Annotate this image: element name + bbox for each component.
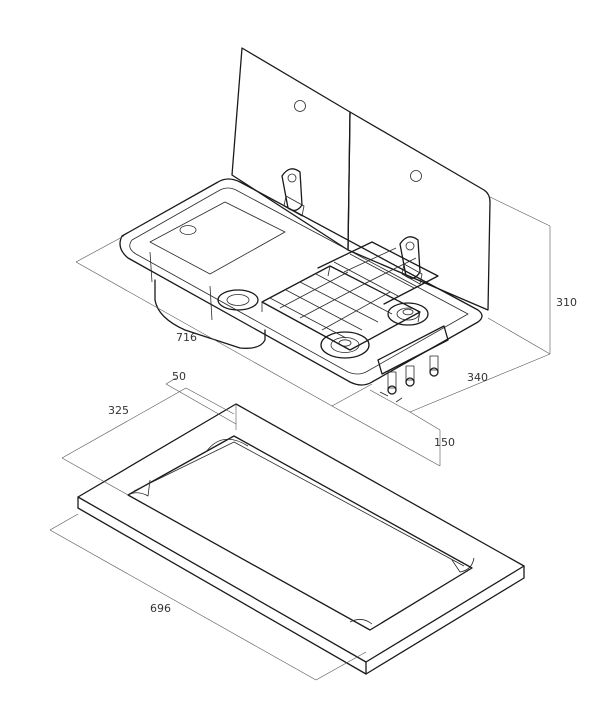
dimension-label-cutout-depth: 325	[108, 404, 129, 417]
lower-dimension-lines	[49, 377, 367, 681]
gas-valves	[377, 325, 449, 403]
burner-left	[320, 331, 370, 359]
cutout-template	[77, 403, 525, 675]
lid-hinge-right	[399, 236, 423, 285]
tray-rim	[119, 178, 483, 386]
glass-lid-right	[347, 111, 491, 311]
pan-support-grid	[261, 241, 439, 351]
dimension-label-cutout-width: 696	[150, 602, 171, 615]
dimension-label-offset: 50	[172, 370, 186, 383]
sink-basin	[149, 201, 286, 349]
burner-right	[387, 302, 429, 326]
dimension-label-below-upper: 150	[434, 436, 455, 449]
dimension-label-depth-upper: 340	[467, 371, 488, 384]
upper-dimension-lines	[75, 195, 551, 467]
dimension-label-height-upper: 310	[556, 296, 577, 309]
dimension-label-width-upper: 716	[176, 331, 197, 344]
sink-hob-unit	[119, 47, 491, 403]
